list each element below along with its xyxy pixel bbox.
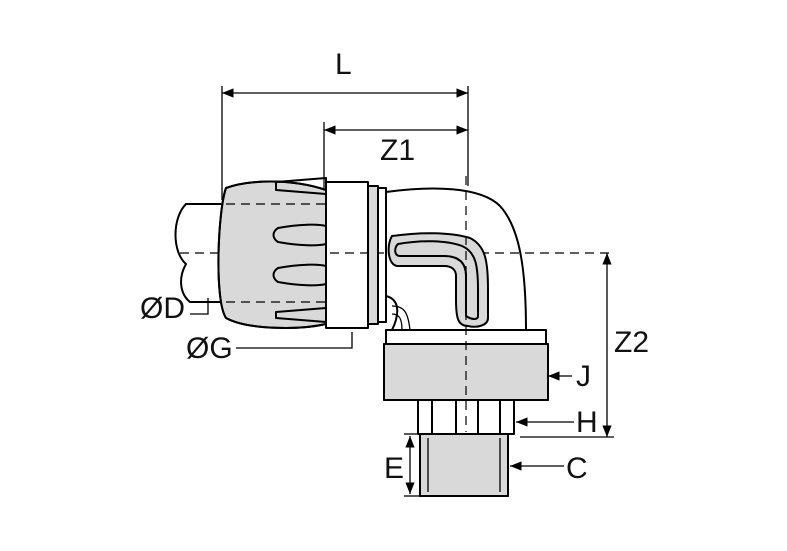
nut-flange [325, 181, 387, 329]
label-OG: ØG [186, 332, 233, 365]
label-OD: ØD [140, 292, 185, 325]
elbow-body [385, 187, 527, 331]
dimension-Z1: Z1 [323, 122, 468, 190]
leader-J: J [548, 360, 591, 393]
dimension-Z2: Z2 [520, 253, 649, 438]
label-J: J [576, 360, 591, 393]
label-E: E [384, 452, 404, 485]
elbow-passage [387, 232, 489, 328]
dimension-OD: ØD [140, 292, 209, 325]
label-H: H [576, 406, 598, 439]
gasket-detail [391, 305, 411, 331]
label-L: L [335, 48, 352, 81]
label-C: C [566, 452, 588, 485]
label-Z1: Z1 [380, 134, 415, 167]
dimension-L: L [221, 48, 469, 200]
male-thread [419, 433, 509, 497]
label-Z2: Z2 [614, 326, 649, 359]
compression-nut [217, 177, 327, 329]
leader-H: H [516, 406, 598, 439]
dimension-E: E [384, 433, 420, 497]
leader-C: C [510, 452, 588, 485]
dimension-OG: ØG [186, 332, 353, 365]
